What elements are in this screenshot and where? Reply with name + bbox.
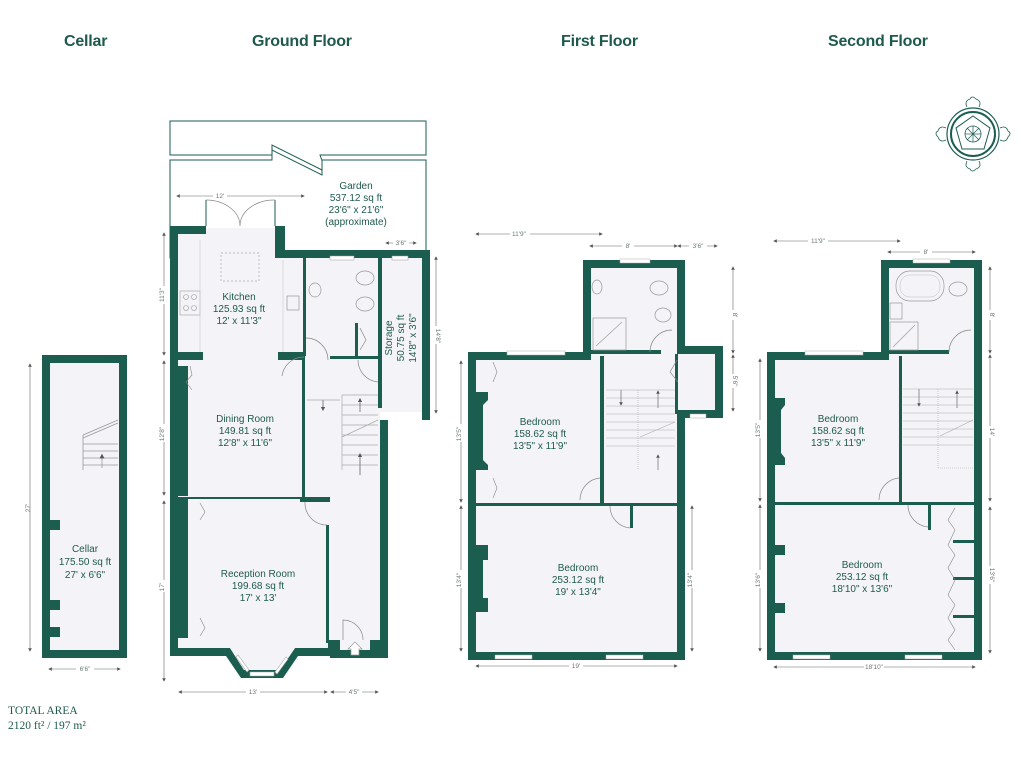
ground-floor-plan: Garden 537.12 sq ft 23'6" x 21'6" (appro… xyxy=(159,120,441,696)
first-floor-plan: Bedroom 158.62 sq ft 13'5" x 11'9" Bedro… xyxy=(456,230,738,670)
dim-first-front-width: 19' xyxy=(572,663,580,670)
total-area: TOTAL AREA 2120 ft² / 197 m² xyxy=(8,704,86,734)
total-area-label: TOTAL AREA xyxy=(8,705,78,717)
dim-first-rear-width: 11'9" xyxy=(512,231,527,238)
dining-dims: 12'8" x 11'6" xyxy=(218,438,273,449)
first-bedroom-rear-name: Bedroom xyxy=(520,417,561,428)
cellar-room-area: 175.50 sq ft xyxy=(59,557,111,568)
dim-second-rear-depth: 13'5" xyxy=(755,422,762,437)
dim-second-front-width: 18'10" xyxy=(865,664,884,671)
dim-dining-depth: 12'8" xyxy=(159,426,166,441)
first-bedroom-front-name: Bedroom xyxy=(558,563,599,574)
dim-first-front-depth-left: 13'4" xyxy=(456,572,463,587)
dim-first-bath-depth: 8' xyxy=(731,313,738,318)
second-floor-title: Second Floor xyxy=(828,33,928,50)
dim-second-rear-width: 11'9" xyxy=(811,238,826,245)
reception-area: 199.68 sq ft xyxy=(232,581,284,592)
second-bedroom-front-name: Bedroom xyxy=(842,560,883,571)
total-area-value: 2120 ft² / 197 m² xyxy=(8,720,86,732)
dim-hall-width: 4'5" xyxy=(349,689,360,696)
second-bedroom-rear-dims: 13'5" x 11'9" xyxy=(811,438,866,449)
kitchen-area: 125.93 sq ft xyxy=(213,304,265,315)
reception-name: Reception Room xyxy=(221,569,295,580)
compass-rose-icon xyxy=(935,96,1011,172)
garden-area-text: 537.12 sq ft xyxy=(330,193,382,204)
ground-stairs xyxy=(307,394,379,475)
dim-first-closet-width: 3'6" xyxy=(693,243,704,250)
dim-front-width: 13' xyxy=(249,689,257,696)
dim-second-bath-depth: 8' xyxy=(988,313,995,318)
kitchen-dims: 12' x 11'3" xyxy=(217,316,262,327)
dim-first-closet-depth: 5'6" xyxy=(731,376,738,387)
storage-area: 50.75 sq ft xyxy=(396,314,407,361)
first-floor-title: First Floor xyxy=(561,33,638,50)
dim-second-bath-width: 8' xyxy=(924,249,929,256)
second-bedroom-front-dims: 18'10" x 13'6" xyxy=(832,584,893,595)
cellar-width-dim: 6'6" xyxy=(80,666,91,673)
second-bedroom-front-area: 253.12 sq ft xyxy=(836,572,888,583)
cellar-title: Cellar xyxy=(64,33,108,50)
dining-area: 149.81 sq ft xyxy=(219,426,271,437)
garden-dims: 23'6" x 21'6" xyxy=(329,205,384,216)
dim-second-front-depth-left: 13'6" xyxy=(755,572,762,587)
dining-name: Dining Room xyxy=(216,414,274,425)
dim-reception-depth: 17' xyxy=(159,583,166,591)
second-bedroom-rear-area: 158.62 sq ft xyxy=(812,426,864,437)
second-floor-plan: Bedroom 158.62 sq ft 13'5" x 11'9" Bedro… xyxy=(755,237,995,671)
garden-name: Garden xyxy=(339,181,372,192)
first-bedroom-front-dims: 19' x 13'4" xyxy=(555,587,601,598)
dim-storage-depth: 14'8" xyxy=(434,329,441,344)
storage-dims: 14'8" x 3'6" xyxy=(408,313,419,363)
ground-floor-title: Ground Floor xyxy=(252,33,352,50)
garden-note: (approximate) xyxy=(325,217,387,228)
cellar-room-dims: 27' x 6'6" xyxy=(65,570,106,581)
dim-first-bath-width: 8' xyxy=(626,243,631,250)
first-bedroom-rear-area: 158.62 sq ft xyxy=(514,429,566,440)
dim-first-front-depth-right: 13'4" xyxy=(687,572,694,587)
first-bedroom-front-area: 253.12 sq ft xyxy=(552,575,604,586)
first-bedroom-rear-dims: 13'5" x 11'9" xyxy=(513,441,568,452)
kitchen-name: Kitchen xyxy=(222,292,255,303)
dim-second-stair-depth: 14' xyxy=(988,428,995,436)
cellar-plan: Cellar 175.50 sq ft 27' x 6'6" 27' 6'6" xyxy=(25,355,127,673)
dim-storage-width: 3'6" xyxy=(396,240,407,247)
cellar-depth-dim: 27' xyxy=(25,504,32,512)
dim-kitchen-width: 12' xyxy=(216,193,224,200)
dim-first-rear-depth: 13'5" xyxy=(456,426,463,441)
dim-second-front-depth-right: 13'6" xyxy=(988,568,995,583)
reception-dims: 17' x 13' xyxy=(240,593,277,604)
storage-name: Storage xyxy=(384,320,395,355)
cellar-stairs xyxy=(82,419,119,470)
cellar-room-name: Cellar xyxy=(72,544,99,555)
second-bedroom-rear-name: Bedroom xyxy=(818,414,859,425)
dim-kitchen-depth: 11'3" xyxy=(159,287,166,302)
